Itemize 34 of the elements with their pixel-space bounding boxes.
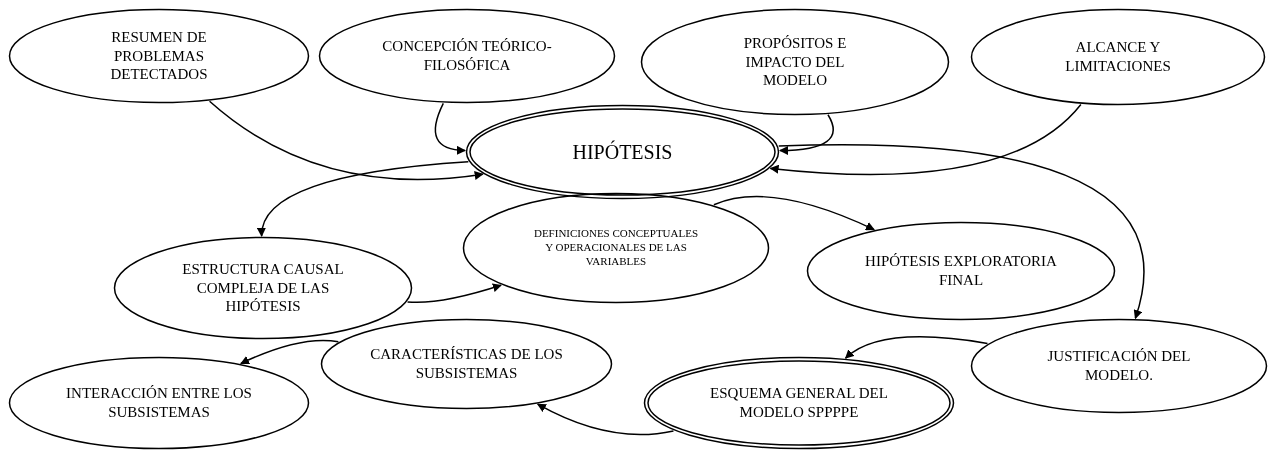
- ellipse-node: [465, 104, 780, 200]
- arrow: [258, 161, 470, 237]
- ellipse-node: [970, 318, 1268, 414]
- node-label: HIPÓTESIS EXPLORATORIA FINAL: [864, 252, 1058, 290]
- arrow: [240, 339, 340, 365]
- ellipse-node: [806, 221, 1116, 321]
- node-label: JUSTIFICACIÓN DEL MODELO.: [1046, 347, 1192, 385]
- node-label: ESTRUCTURA CAUSAL COMPLEJA DE LAS HIPÓTESIS: [181, 259, 345, 317]
- arrow: [769, 103, 1082, 176]
- node-label: CARACTERÍSTICAS DE LOS SUBSISTEMAS: [369, 345, 564, 383]
- ellipse-node: [643, 356, 955, 450]
- arrow: [208, 100, 484, 181]
- arrow: [536, 403, 675, 436]
- arrow: [406, 283, 502, 304]
- ellipse-node: [970, 8, 1266, 106]
- ellipse-node: [113, 236, 413, 340]
- node-label: CONCEPCIÓN TEÓRICO-FILOSÓFICA: [381, 37, 553, 75]
- ellipse-node: [462, 192, 770, 304]
- ellipse-node: [8, 356, 310, 450]
- ellipse-node: [320, 318, 613, 410]
- node-label: ALCANCE Y LIMITACIONES: [1064, 38, 1172, 76]
- node-label: ESQUEMA GENERAL DEL MODELO SPPPPE: [709, 384, 889, 422]
- arrow: [778, 144, 1145, 320]
- ellipse-node: [8, 8, 310, 104]
- arrow: [779, 114, 834, 155]
- node-label: DEFINICIONES CONCEPTUALES Y OPERACIONALES DE LAS VARIABLES: [532, 227, 700, 269]
- ellipse-node: [318, 8, 616, 104]
- node-label: INTERACCIÓN ENTRE LOS SUBSISTEMAS: [65, 384, 253, 422]
- arrow: [844, 336, 989, 359]
- node-label: RESUMEN DE PROBLEMAS DETECTADOS: [109, 27, 209, 85]
- ellipse-node: [640, 8, 950, 116]
- node-label: HIPÓTESIS: [572, 139, 673, 165]
- node-label: PROPÓSITOS E IMPACTO DEL MODELO: [742, 33, 848, 91]
- arrow: [434, 102, 466, 155]
